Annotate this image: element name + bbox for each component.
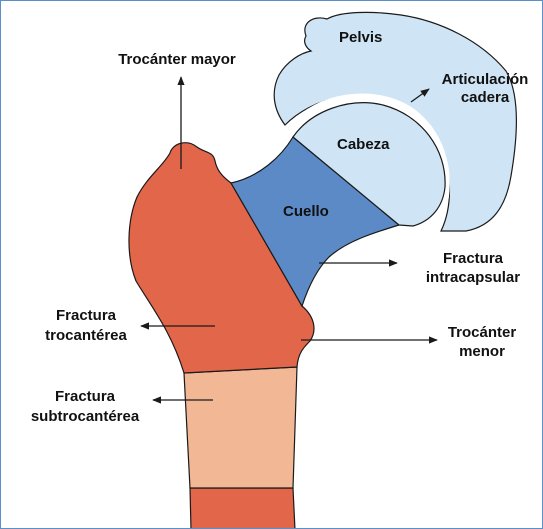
pelvis-label: Pelvis: [339, 29, 382, 46]
subtrochanteric-zone: [184, 367, 297, 488]
trochanteric-label-line2: trocantérea: [45, 327, 127, 344]
head-label: Cabeza: [337, 136, 390, 153]
subtrochanteric-label-line1: Fractura: [55, 388, 116, 405]
joint-label-line1: Articulación: [442, 71, 529, 88]
intracapsular-label-line1: Fractura: [443, 250, 504, 267]
trochanter-major-label: Trocánter mayor: [118, 51, 236, 68]
intracapsular-label-line2: intracapsular: [426, 269, 520, 286]
neck-label: Cuello: [283, 203, 329, 220]
joint-label-line2: cadera: [461, 89, 510, 106]
trochanter-minor-label-line1: Trocánter: [448, 324, 517, 341]
trochanteric-label-line1: Fractura: [56, 307, 117, 324]
trochanter-minor-label-line2: menor: [459, 343, 505, 360]
subtrochanteric-label-line2: subtrocantérea: [31, 408, 140, 425]
femur-shaft: [190, 488, 295, 528]
